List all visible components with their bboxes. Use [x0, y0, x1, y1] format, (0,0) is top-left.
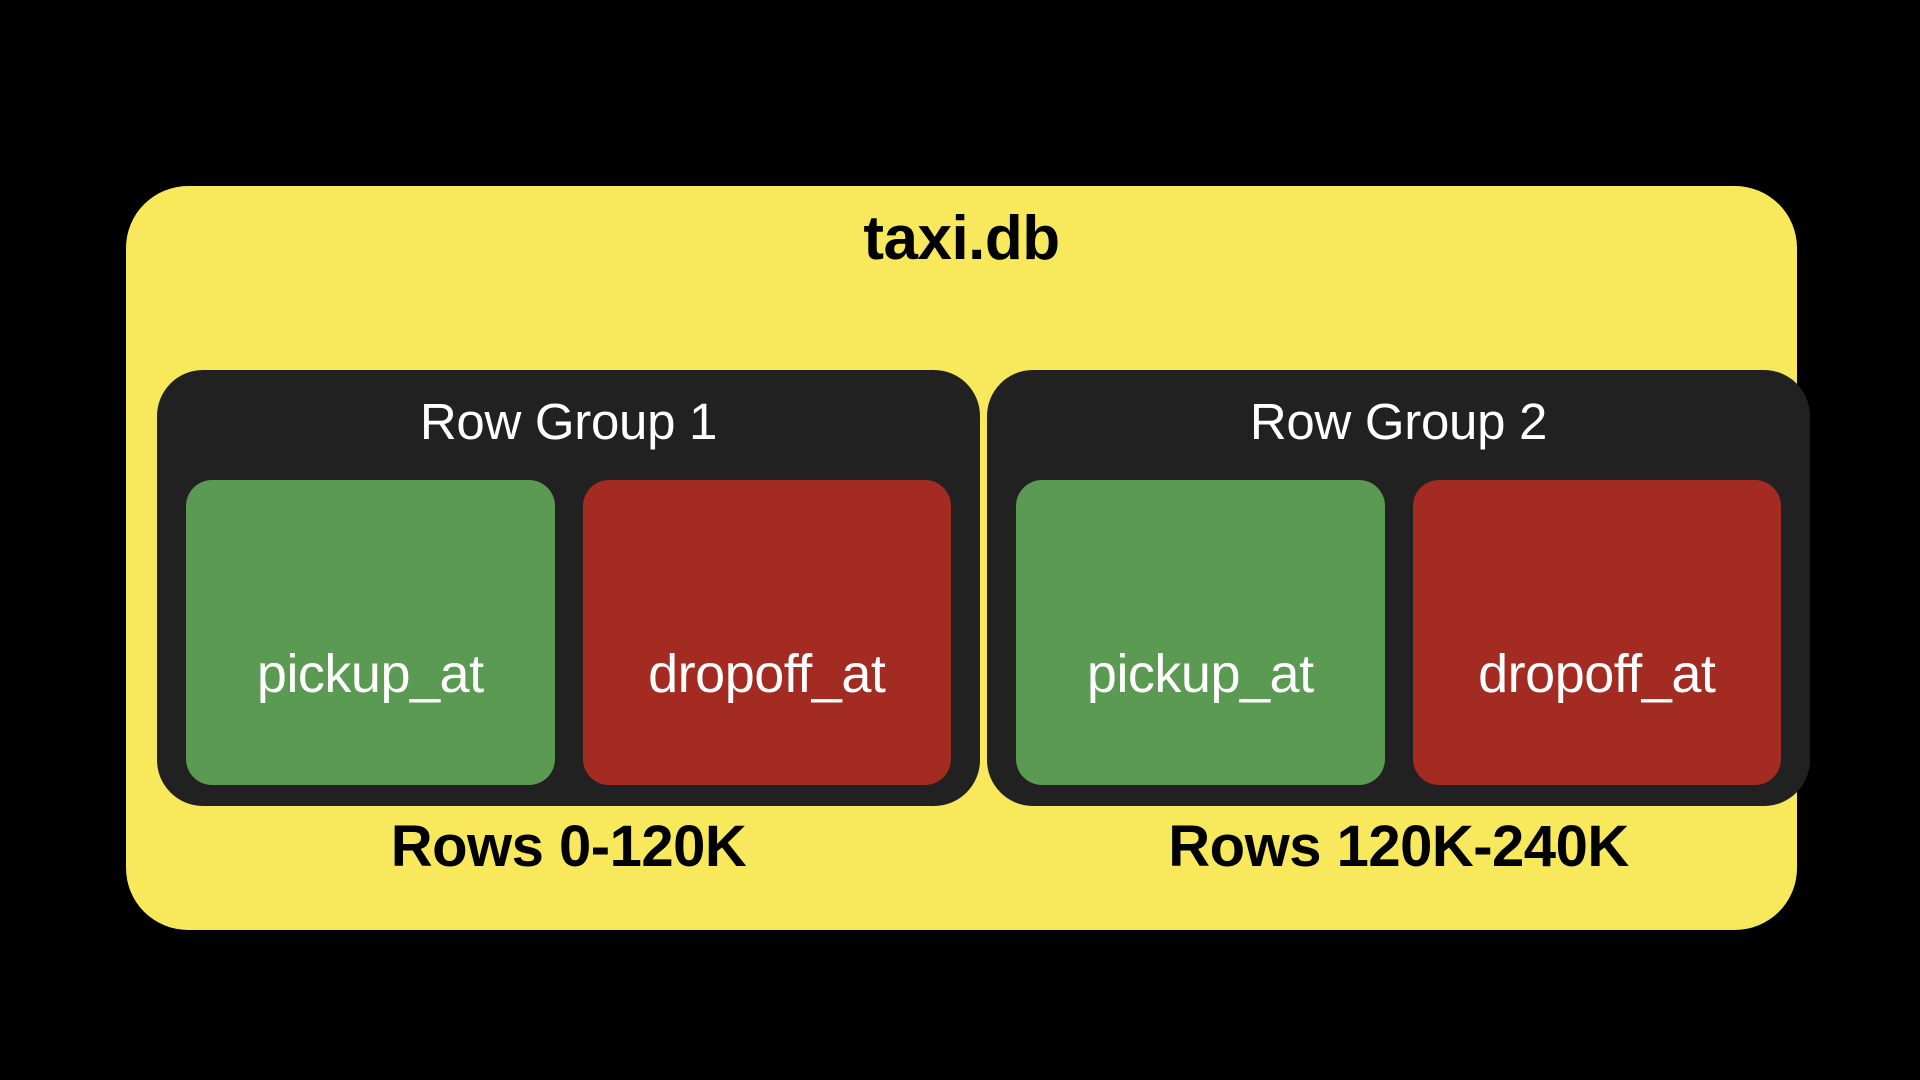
- row-groups-container: Row Group 1 pickup_at dropoff_at Row Gro…: [157, 370, 1810, 806]
- row-range-labels: Rows 0-120K Rows 120K-240K: [157, 818, 1810, 908]
- row-group-2: Row Group 2 pickup_at dropoff_at: [987, 370, 1810, 806]
- column-chunk-pickup-at-rg1: pickup_at: [186, 480, 555, 785]
- row-group-1-columns: pickup_at dropoff_at: [186, 480, 951, 785]
- database-container: taxi.db Row Group 1 pickup_at dropoff_at…: [126, 186, 1810, 930]
- column-label-pickup-at-rg1: pickup_at: [256, 644, 484, 704]
- column-chunk-dropoff-at-rg2: dropoff_at: [1412, 480, 1781, 785]
- column-chunk-dropoff-at-rg1: dropoff_at: [582, 480, 951, 785]
- row-range-label-rg1: Rows 0-120K: [390, 814, 747, 879]
- column-label-dropoff-at-rg1: dropoff_at: [648, 644, 886, 704]
- row-group-1: Row Group 1 pickup_at dropoff_at: [157, 370, 980, 806]
- row-group-2-title: Row Group 2: [1249, 393, 1548, 450]
- column-chunk-pickup-at-rg2: pickup_at: [1016, 480, 1385, 785]
- database-title: taxi.db: [863, 204, 1060, 273]
- row-group-2-columns: pickup_at dropoff_at: [1016, 480, 1781, 785]
- column-label-pickup-at-rg2: pickup_at: [1086, 644, 1314, 704]
- row-range-label-rg2: Rows 120K-240K: [1168, 814, 1629, 879]
- row-group-1-title: Row Group 1: [419, 393, 718, 450]
- column-label-dropoff-at-rg2: dropoff_at: [1478, 644, 1716, 704]
